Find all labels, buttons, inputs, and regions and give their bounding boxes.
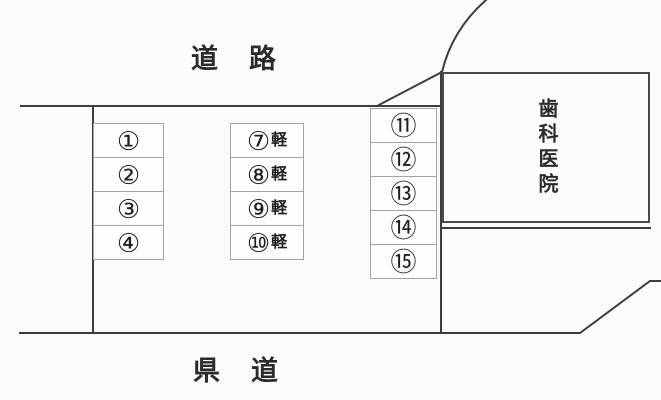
parking-space-4-number: ④ xyxy=(116,227,141,258)
parking-space-13-number: ⑬ xyxy=(390,178,417,209)
parking-space-3: ③ xyxy=(93,191,164,226)
parking-space-8-kei-suffix: 軽 xyxy=(271,165,288,183)
parking-column-right: ⑪ ⑫ ⑬ ⑭ ⑮ xyxy=(370,108,437,279)
parking-space-7-kei-suffix: 軽 xyxy=(271,131,288,149)
bottom-road-label: 県道 xyxy=(193,356,309,386)
parking-space-15: ⑮ xyxy=(370,244,437,279)
parking-space-2-number: ② xyxy=(116,159,141,190)
parking-space-8: ⑧ 軽 xyxy=(230,157,304,192)
parking-space-1-number: ① xyxy=(116,125,141,156)
parking-space-2: ② xyxy=(93,157,164,192)
bottom-road-line xyxy=(19,280,661,334)
parking-space-10-kei-suffix: 軽 xyxy=(271,233,288,251)
dental-clinic-label: 歯科医院 xyxy=(535,98,557,198)
parking-space-9: ⑨ 軽 xyxy=(230,191,304,226)
parking-space-12: ⑫ xyxy=(370,142,437,177)
parking-space-7-number: ⑦ xyxy=(246,125,271,156)
parking-space-11-number: ⑪ xyxy=(390,110,417,141)
parking-space-11: ⑪ xyxy=(370,108,437,143)
parking-space-14: ⑭ xyxy=(370,210,437,245)
parking-space-8-number: ⑧ xyxy=(246,159,271,190)
parking-space-1: ① xyxy=(93,123,164,158)
parking-space-9-number: ⑨ xyxy=(246,193,271,224)
parking-space-7: ⑦ 軽 xyxy=(230,123,304,158)
parking-column-left: ① ② ③ ④ xyxy=(93,123,164,260)
parking-space-12-number: ⑫ xyxy=(390,144,417,175)
parking-space-10-number: ⑩ xyxy=(246,227,271,258)
corner-diagonal-line xyxy=(375,70,444,108)
dental-clinic-building: 歯科医院 xyxy=(442,72,650,223)
parking-space-15-number: ⑮ xyxy=(390,246,417,277)
top-road-label: 道路 xyxy=(191,44,307,74)
parking-column-middle-kei: ⑦ 軽 ⑧ 軽 ⑨ 軽 ⑩ 軽 xyxy=(230,123,304,260)
parking-space-3-number: ③ xyxy=(116,193,141,224)
parking-space-10: ⑩ 軽 xyxy=(230,225,304,260)
parking-space-9-kei-suffix: 軽 xyxy=(271,199,288,217)
parking-space-4: ④ xyxy=(93,225,164,260)
parking-space-14-number: ⑭ xyxy=(390,212,417,243)
entry-curve-line xyxy=(440,0,488,74)
parking-space-13: ⑬ xyxy=(370,176,437,211)
